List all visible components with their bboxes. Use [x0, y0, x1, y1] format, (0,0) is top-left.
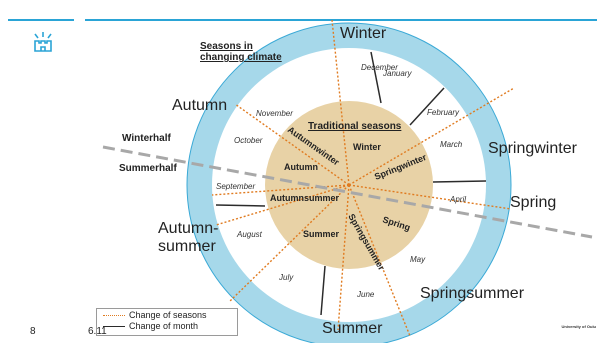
month-line-aug-sep — [215, 204, 266, 207]
outer-label-springsummer: Springsummer — [420, 285, 525, 302]
month-line-jun-jul — [320, 265, 326, 316]
page-number: 8 — [30, 326, 36, 337]
month-line-mar-apr — [432, 180, 487, 183]
legend-label-month-change: Change of month — [129, 321, 199, 331]
outer-label-summer: Summer — [322, 320, 383, 337]
month-dividers — [215, 51, 487, 316]
outer-label-springwinter: Springwinter — [488, 140, 578, 157]
header-rule-left — [8, 19, 74, 21]
legend: Change of seasons Change of month — [96, 308, 238, 336]
outer-label-autumnsummer-2: summer — [158, 238, 216, 255]
footer-date: 6.11 — [88, 326, 107, 337]
month-label-march: March — [440, 140, 463, 149]
month-label-october: October — [234, 136, 263, 145]
outer-label-winter: Winter — [340, 25, 387, 42]
month-change-swatch — [103, 326, 125, 328]
label-summerhalf: Summerhalf — [119, 163, 177, 174]
diagram-title-line1: Seasons in — [200, 41, 253, 52]
month-label-november: November — [256, 109, 293, 118]
outer-label-autumnsummer-1: Autumn- — [158, 220, 218, 237]
outer-label-autumn: Autumn — [172, 97, 227, 114]
month-label-april: April — [449, 195, 466, 204]
season-change-swatch — [103, 315, 125, 317]
season-line-4 — [348, 184, 411, 337]
inner-label-winter: Winter — [353, 142, 381, 152]
legend-label-season-change: Change of seasons — [129, 310, 207, 320]
label-winterhalf: Winterhalf — [122, 133, 171, 144]
half-year-divider — [102, 145, 593, 239]
month-line-jan-feb — [409, 87, 445, 126]
month-label-december: December — [361, 63, 398, 72]
month-label-july: July — [278, 273, 294, 282]
month-label-february: February — [427, 108, 460, 117]
university-logo-icon — [32, 32, 54, 57]
season-line-3 — [348, 184, 512, 210]
season-dividers — [211, 19, 515, 337]
month-label-august: August — [236, 230, 263, 239]
inner-label-autumnsummer: Autumnsummer — [270, 193, 340, 203]
diagram-title-line2: changing climate — [200, 52, 282, 63]
month-label-june: June — [356, 290, 375, 299]
inner-label-autumn: Autumn — [284, 162, 318, 172]
season-line-6 — [215, 184, 350, 226]
outer-label-spring: Spring — [510, 194, 556, 211]
inner-title: Traditional seasons — [308, 121, 402, 132]
header-rule-right — [85, 19, 597, 21]
season-line-8 — [211, 184, 350, 196]
legend-item-month-change: Change of month — [103, 321, 198, 333]
month-line-dec-jan — [370, 51, 382, 104]
month-label-september: September — [216, 182, 255, 191]
legend-item-season-change: Change of seasons — [103, 310, 207, 322]
month-label-january: January — [382, 69, 412, 78]
season-line-7 — [234, 103, 350, 186]
month-label-may: May — [410, 255, 426, 264]
season-line-9 — [337, 184, 350, 331]
inner-label-summer: Summer — [303, 229, 340, 239]
footer-brand: University of Oulu — [561, 324, 596, 329]
